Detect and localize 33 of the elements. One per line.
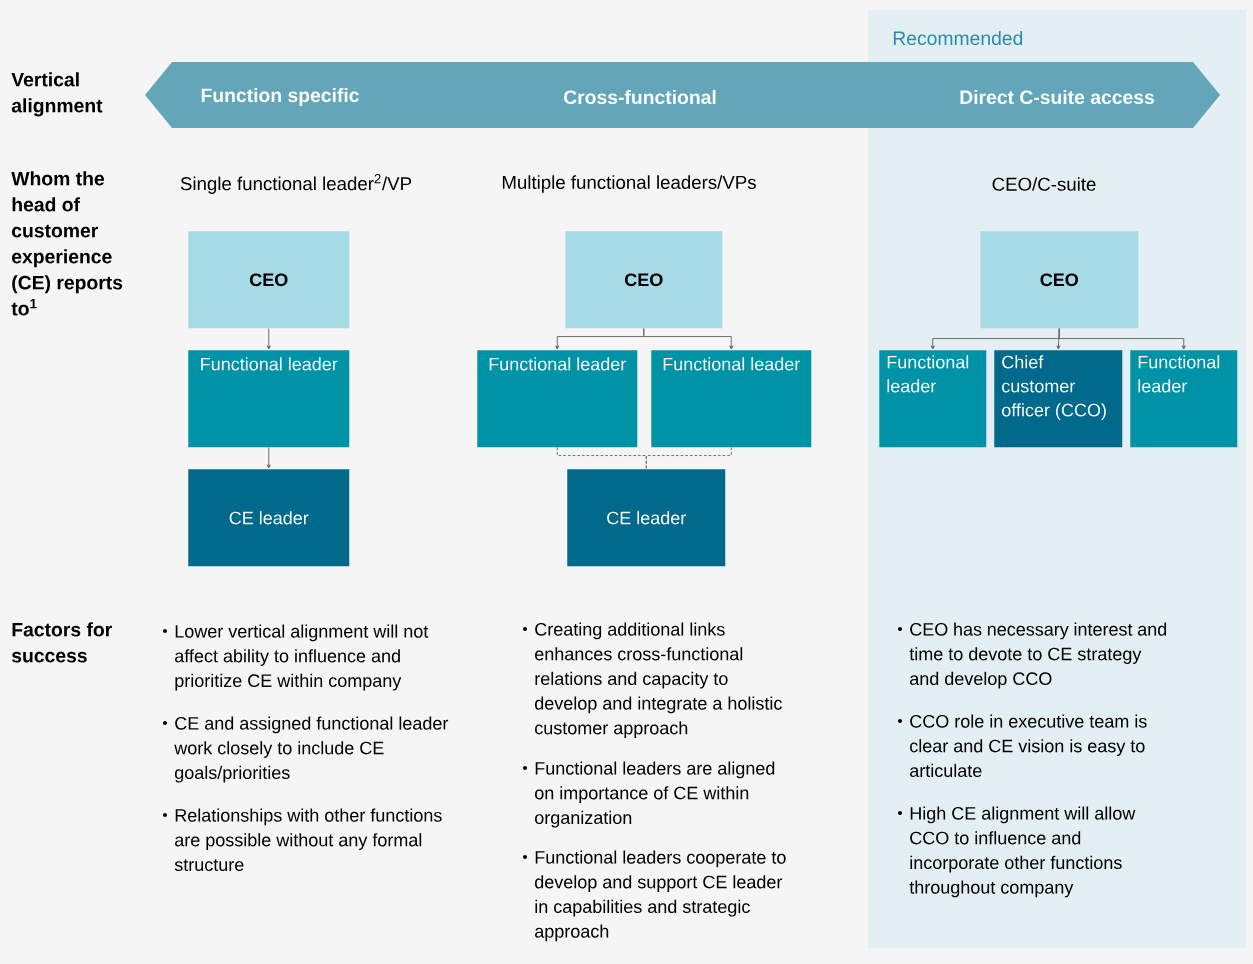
row-heading: Factors for success xyxy=(11,622,112,663)
functional-leader-box: Functional leader xyxy=(477,350,638,448)
bullet-point: CCO role in executive team is clear and CE vision is easy to articulate xyxy=(898,714,1147,778)
leader-box: Chief customer officer (CCO) xyxy=(994,350,1123,448)
bullet-point: Functional leaders cooperate to develop and support CE leader in capabilities and strategic approach xyxy=(523,850,786,942)
leader-box: CE leader xyxy=(188,469,350,567)
column-heading: Multiple functional leaders/VPs xyxy=(502,175,756,193)
connector-line xyxy=(645,447,732,470)
arrow xyxy=(266,447,271,469)
column-heading: CEO/C-suite xyxy=(992,177,1096,191)
bullet-point: Lower vertical alignment will not affect ability to influence and prioritize CE within company xyxy=(163,624,429,691)
column-heading: Single functional leader$^{2}$/VP xyxy=(180,174,412,194)
ceo-box: CEO xyxy=(188,231,350,329)
functional-leader-box: Functional leader xyxy=(188,350,350,448)
functional-leader-box: Functional leader xyxy=(1130,350,1238,448)
arrow-band: Function specific Cross-functional Direct C-suite access xyxy=(145,62,1220,128)
ceo-box: CEO xyxy=(565,231,723,329)
bullet-point: CE and assigned functional leader work closely to include CE goals/priorities xyxy=(163,716,449,783)
row-heading: Whom the head of customer experience (CE) reports to$^{1}$ xyxy=(11,171,123,316)
row-heading: Vertical alignment xyxy=(11,72,103,117)
functional-leader-box: Functional leader xyxy=(879,350,987,448)
bullet-point: Creating additional links enhances cross-functional relations and capacity to develop and integrate a holistic customer approach xyxy=(523,622,782,738)
leader-box: CE leader xyxy=(567,469,726,567)
arrow xyxy=(266,328,271,350)
arrow xyxy=(1058,328,1186,350)
bullet-point: High CE alignment will allow CCO to influence and incorporate other functions throughout company xyxy=(898,806,1136,898)
bullet-point: CEO has necessary interest and time to devote to CE strategy and develop CCO xyxy=(898,622,1167,689)
arrow xyxy=(1056,328,1061,350)
functional-leader-box: Functional leader xyxy=(651,350,812,448)
bullet-point: Relationships with other functions are possible without any formal structure xyxy=(163,808,442,872)
arrow xyxy=(643,328,734,350)
bullet-point: Functional leaders are aligned on importance of CE within organization xyxy=(523,761,775,828)
ceo-box: CEO xyxy=(980,231,1139,329)
